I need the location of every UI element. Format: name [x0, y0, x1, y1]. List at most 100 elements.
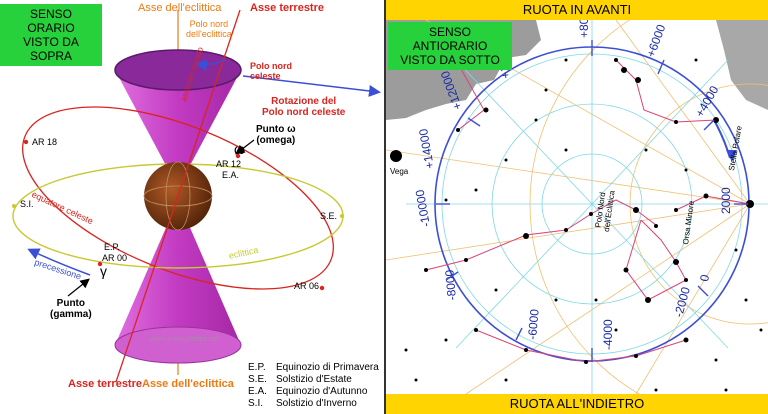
right-box-line1: SENSO ANTIORARIO	[412, 25, 488, 53]
star	[464, 258, 468, 262]
ar00-point	[97, 261, 103, 267]
star	[759, 328, 763, 332]
year-label: -2000	[671, 285, 693, 319]
left-panel: SENSO ORARIO VISTO DA SOPRA Asse dell'ec…	[0, 2, 381, 410]
terrestrial-axis-top-label: Asse terrestre	[250, 2, 324, 14]
ar18-point	[23, 139, 29, 145]
sky-map: +8000+6000+10000+4000+12000+140002000-10…	[386, 0, 768, 414]
watermark: www.astrogalattea.net	[150, 336, 219, 343]
legend-row: S.I. Solstizio d'Inverno	[248, 398, 379, 410]
year-label: +6000	[644, 22, 669, 59]
legend: E.P. Equinozio di Primavera S.E. Solstizio…	[248, 362, 379, 410]
gamma-point-label: Punto (gamma)	[50, 298, 92, 320]
vega-label: Vega	[390, 167, 409, 176]
star	[694, 58, 698, 62]
star	[654, 224, 658, 228]
star-field	[390, 58, 763, 392]
north-celestial-pole-line1: Polo nord	[250, 61, 292, 71]
star	[683, 337, 689, 343]
ar12-label: AR 12	[216, 159, 242, 169]
ar00-label: AR 00	[102, 253, 128, 263]
left-box-line2: VISTO DA SOPRA	[23, 35, 79, 63]
star	[534, 118, 538, 122]
star	[474, 188, 478, 192]
ecliptic-axis-bottom-label: Asse dell'eclittica	[142, 378, 234, 390]
year-label: -6000	[525, 308, 542, 340]
legend-abbr: S.E.	[248, 374, 267, 385]
star	[483, 107, 489, 113]
legend-text: Equinozio di Primavera	[276, 362, 379, 373]
ea-label: E.A.	[222, 170, 240, 180]
star	[564, 58, 568, 62]
milky-way-right	[716, 20, 768, 110]
star	[621, 67, 627, 73]
star	[684, 278, 688, 282]
gamma-arrow	[67, 278, 90, 297]
celestial-equator	[22, 106, 334, 290]
star	[635, 77, 641, 83]
ar18-label: AR 18	[32, 137, 58, 147]
rotate-forward-bar: RUOTA IN AVANTI	[386, 0, 768, 20]
star	[654, 388, 658, 392]
star	[544, 88, 548, 92]
gamma-point-line2: (gamma)	[50, 309, 92, 320]
ar12-point	[235, 153, 241, 159]
pole-rotation-arrow	[195, 59, 226, 72]
legend-text: Solstizio d'Inverno	[276, 398, 357, 409]
star	[633, 207, 639, 213]
star	[444, 198, 448, 202]
year-label: 2000	[719, 187, 733, 214]
lower-cone	[115, 200, 241, 345]
star	[524, 348, 528, 352]
star	[746, 200, 754, 208]
north-ecliptic-pole-label: Polo nord dell'eclittica	[186, 19, 232, 40]
star	[424, 268, 428, 272]
right-panel: +8000+6000+10000+4000+12000+140002000-10…	[386, 0, 768, 414]
earth-meridian-line	[165, 161, 191, 231]
year-ticks	[436, 40, 748, 362]
legend-abbr: S.I.	[248, 398, 264, 409]
year-label: +4000	[692, 83, 721, 119]
precession-diagram	[12, 9, 381, 383]
omega-point-label: Punto ω (omega)	[256, 124, 296, 146]
star	[674, 120, 678, 124]
star	[644, 148, 648, 152]
omega-point-line2: (omega)	[256, 135, 296, 146]
star	[634, 354, 638, 358]
ar06-label: AR 06	[294, 281, 320, 291]
year-label: +14000	[416, 127, 437, 170]
star	[714, 358, 718, 362]
star	[623, 267, 629, 273]
se-point	[340, 214, 344, 218]
star	[474, 328, 478, 332]
earth-equator-line	[143, 185, 213, 207]
star	[444, 338, 448, 342]
legend-abbr: E.P.	[248, 362, 266, 373]
left-box-line1: SENSO ORARIO	[27, 7, 75, 35]
legend-text: Solstizio d'Estate	[276, 374, 352, 385]
star	[703, 193, 709, 199]
se-label: S.E.	[320, 211, 338, 221]
star	[674, 208, 678, 212]
star	[645, 297, 651, 303]
star	[390, 150, 402, 162]
star	[589, 212, 593, 216]
si-point	[12, 204, 16, 208]
ar06-point	[319, 285, 325, 291]
star	[713, 117, 719, 123]
precession-arrow	[27, 248, 91, 276]
star	[564, 148, 568, 152]
star	[673, 259, 679, 265]
star	[684, 168, 688, 172]
year-label: -8000	[442, 269, 459, 301]
star	[414, 378, 418, 382]
star	[564, 228, 568, 232]
star	[494, 288, 498, 292]
rotation-line2: Polo nord celeste	[262, 107, 346, 118]
north-celestial-pole-line2: celeste	[250, 70, 281, 81]
star	[614, 328, 618, 332]
panel-divider	[384, 0, 386, 414]
rotation-link-arrow	[242, 75, 381, 97]
legend-row: S.E. Solstizio d'Estate	[248, 374, 379, 386]
year-label: -10000	[413, 188, 433, 228]
